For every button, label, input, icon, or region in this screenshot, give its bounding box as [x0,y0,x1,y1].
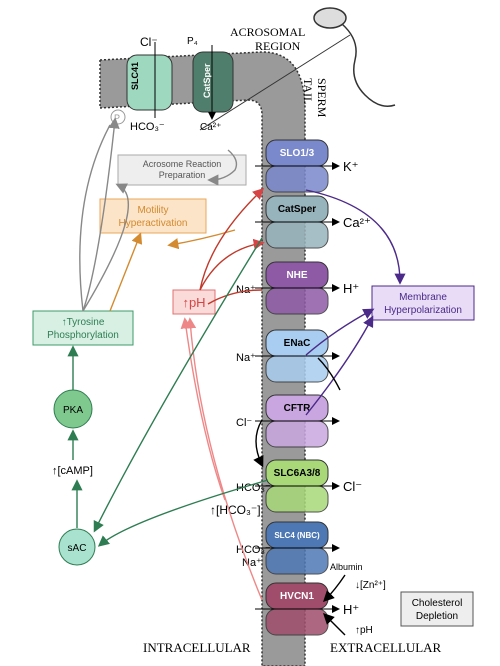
channel-2: NHE H⁺ Na⁺ [236,261,359,315]
tyrosine-label-line1: ↑Tyrosine [62,317,105,328]
ion-left-label: HCO₃⁻ [236,482,271,494]
zn-label: ↓[Zn²⁺] [355,580,386,591]
ion-left-label: HCO₃⁻ [236,544,271,556]
channel-label: ENaC [284,338,311,349]
ion-left-label: Na⁺ [236,284,256,296]
pka-label: PKA [63,405,83,416]
p4-label: P₄ [187,36,198,47]
ion-right-label: Ca²⁺ [343,215,371,230]
tyrosine-box: ↑Tyrosine Phosphorylation [32,310,134,346]
channel-stack: SLO1/3K⁺CatSperCa²⁺NHEH⁺Na⁺ENaCNa⁺CFTRCl… [236,139,371,636]
intracellular-label: INTRACELLULAR [143,640,251,655]
channel-3: ENaC Na⁺ [236,329,340,383]
cholesterol-label-line1: Cholesterol [412,598,463,609]
tyrosine-label-line2: Phosphorylation [47,330,119,341]
catsper-top-channel: CatSper [192,51,234,113]
channel-label: NHE [286,270,307,281]
tail-label-line1: SPERM [315,78,329,118]
cl-top-label: Cl⁻ [140,35,158,49]
ion-right-label: K⁺ [343,159,359,174]
channel-4: CFTR Cl⁻ [236,394,340,448]
ion-right-label: H⁺ [343,602,359,617]
hco3-internal-label: ↑[HCO₃⁻] [210,503,261,517]
acrosomal-label-line2: REGION [255,39,301,53]
phospho-node: P [110,109,126,125]
motility-label-line1: Motility [137,205,168,216]
arrows [67,117,406,636]
channel-label: HVCN1 [280,591,314,602]
sperm-icon [199,7,396,131]
ion-left-label: Na⁺ [236,352,256,364]
acrosome-label-line1: Acrosome Reaction [143,159,222,169]
channel-label: SLC4 (NBC) [274,531,320,540]
channel-label: CFTR [284,403,311,414]
sac-label: sAC [68,543,87,554]
hco3-top-label: HCO₃⁻ [130,121,165,133]
channel-label: CatSper [278,204,316,215]
channel-6: SLC4 (NBC)HCO₃⁻Na⁺ [236,521,340,575]
acrosome-box: Acrosome Reaction Preparation [117,154,247,186]
channel-5: SLC6A3/8Cl⁻ HCO₃⁻ [236,459,362,513]
motility-label-line2: Hyperactivation [119,218,188,229]
cholesterol-box: Cholesterol Depletion [400,591,474,627]
ca-top-label: Ca²⁺ [200,122,221,133]
tail-label-line2: TAIL [301,78,315,104]
slc41-channel: SLC41 [126,54,173,111]
ion-right-label: Cl⁻ [343,479,362,494]
pka-node: PKA [53,389,93,429]
membrane-label-line2: Hyperpolarization [384,305,462,316]
slc41-label: SLC41 [130,62,140,90]
extracellular-label: EXTRACELLULAR [330,640,442,655]
ion-right-label: H⁺ [343,281,359,296]
cholesterol-label-line2: Depletion [416,611,458,622]
ion-left-label: Cl⁻ [236,417,252,429]
motility-box: Motility Hyperactivation [99,198,207,234]
acrosome-label-line2: Preparation [159,170,206,180]
catsper-top-label: CatSper [202,63,212,98]
channel-0: SLO1/3K⁺ [255,139,359,193]
ph-ext-label: ↑pH [355,625,373,636]
membrane-label-line1: Membrane [399,292,447,303]
ph-label: ↑pH [182,295,205,310]
albumin-label: Albumin [330,562,363,572]
acrosomal-label-line1: ACROSOMAL [230,25,305,39]
ion-left2-label: Na⁺ [242,557,262,569]
camp-label: ↑[cAMP] [52,465,93,477]
channel-label: SLO1/3 [280,148,315,159]
membrane-hyper-box: Membrane Hyperpolarization [371,285,475,321]
sac-node: sAC [58,528,96,566]
ph-box: ↑pH [172,289,216,315]
channel-label: SLC6A3/8 [274,468,321,479]
